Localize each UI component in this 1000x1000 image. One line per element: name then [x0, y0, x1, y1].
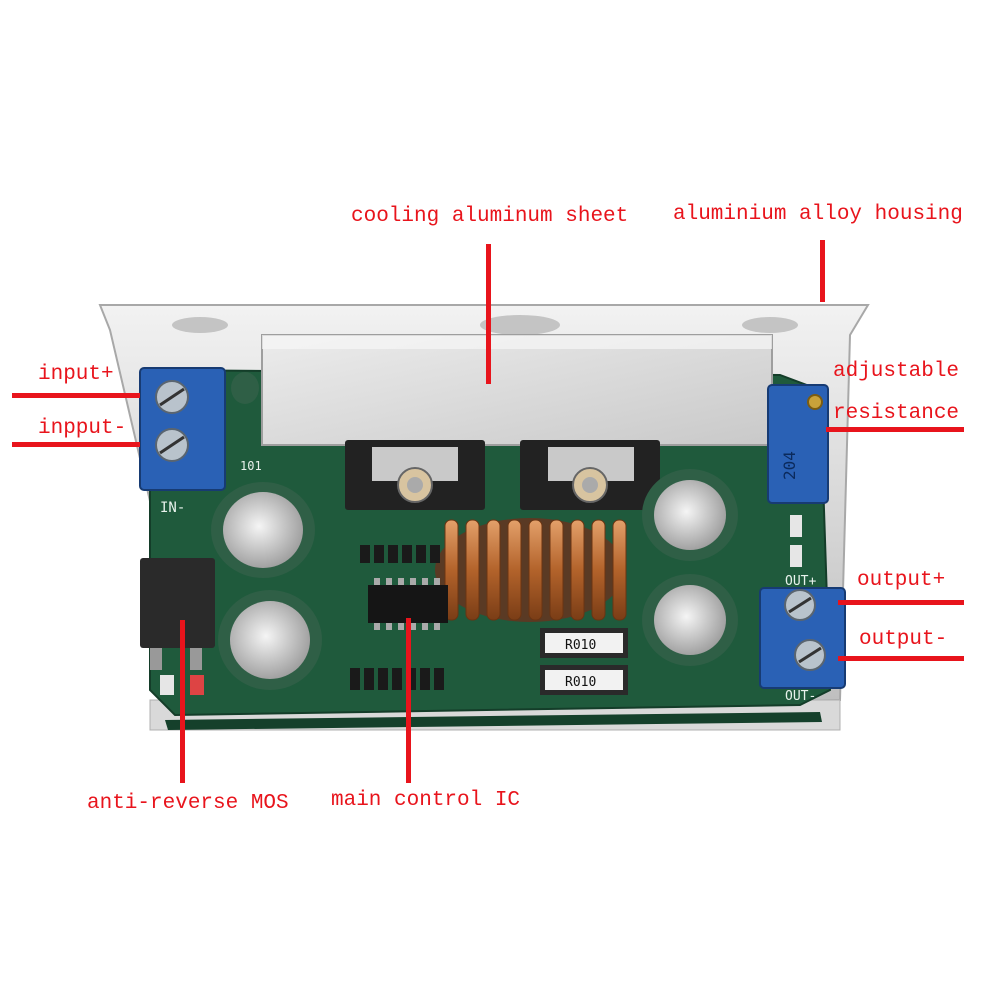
smd-part [420, 668, 430, 690]
anti-reverse-mos-chip [140, 558, 215, 670]
ic-pin [398, 623, 404, 630]
main-control-ic-chip [368, 578, 448, 630]
smd-components [160, 515, 802, 695]
smd-part [416, 545, 426, 563]
label-adjustable: adjustable [833, 360, 960, 383]
label-anti-reverse-mos: anti-reverse MOS [87, 792, 289, 815]
smd-part [350, 668, 360, 690]
pointer-main-ic [406, 618, 411, 783]
in-minus-marking: IN- [160, 500, 185, 516]
coil-turn [612, 519, 627, 621]
smd-part [402, 545, 412, 563]
smd-part [374, 545, 384, 563]
smd-part [378, 668, 388, 690]
label-main-control-ic: main control IC [331, 789, 521, 812]
ic-pin [410, 623, 416, 630]
label-input-plus: input+ [38, 363, 114, 386]
pot-code: 204 [780, 451, 799, 480]
pointer-input-minus [12, 442, 140, 447]
ic-pin [386, 623, 392, 630]
out-minus-marking: OUT- [785, 689, 816, 704]
smd-part [388, 545, 398, 563]
label-input-minus: inpput- [38, 417, 127, 440]
inductor-coil [435, 518, 627, 622]
pointer-lines [12, 240, 964, 783]
pointer-output-minus [838, 656, 964, 661]
resistor-code: R010 [565, 675, 596, 690]
ic-pin [434, 623, 440, 630]
coil-turn [570, 519, 585, 621]
capacitor [211, 482, 315, 578]
pointer-input-plus [12, 393, 140, 398]
pointer-housing [820, 240, 825, 302]
smd-part [360, 545, 370, 563]
ic-pin [422, 578, 428, 585]
resistor-code: R010 [565, 638, 596, 653]
cooling-aluminum-sheet [261, 334, 773, 446]
potentiometer: 204 [767, 384, 829, 504]
ic-pin [374, 578, 380, 585]
coil-turn [507, 519, 522, 621]
ic-pin [410, 578, 416, 585]
input-terminal-block [139, 367, 226, 491]
pointer-anti-reverse [180, 620, 185, 783]
label-output-plus: output+ [857, 569, 946, 592]
coil-turn [549, 519, 564, 621]
label-output-minus: output- [859, 628, 948, 651]
coil-turn [465, 519, 480, 621]
sense-resistors: R010 R010 [540, 628, 628, 695]
smd-part [364, 668, 374, 690]
smd-part [434, 668, 444, 690]
ic-pin [434, 578, 440, 585]
capacitor [642, 574, 738, 666]
label-aluminium-alloy-housing: aluminium alloy housing [673, 203, 963, 226]
coil-turn [528, 519, 543, 621]
coil-turn [591, 519, 606, 621]
ic-pin [386, 578, 392, 585]
power-transistors [345, 440, 660, 510]
capacitor [218, 590, 322, 690]
pointer-cooling-sheet [486, 244, 491, 384]
pointer-output-plus [838, 600, 964, 605]
label-cooling-aluminum-sheet: cooling aluminum sheet [351, 205, 629, 228]
smd-part [430, 545, 440, 563]
ic-pin [398, 578, 404, 585]
out-plus-marking: OUT+ [785, 574, 816, 589]
capacitor [642, 469, 738, 561]
label-resistance: resistance [833, 402, 960, 425]
ic-pin [374, 623, 380, 630]
capacitors [211, 372, 738, 690]
pointer-adjustable [826, 427, 964, 432]
ic-pin [422, 623, 428, 630]
smd-code-marking: 101 [240, 459, 262, 473]
smd-part [392, 668, 402, 690]
output-terminal-block [759, 587, 846, 689]
coil-turn [444, 519, 459, 621]
coil-turn [486, 519, 501, 621]
